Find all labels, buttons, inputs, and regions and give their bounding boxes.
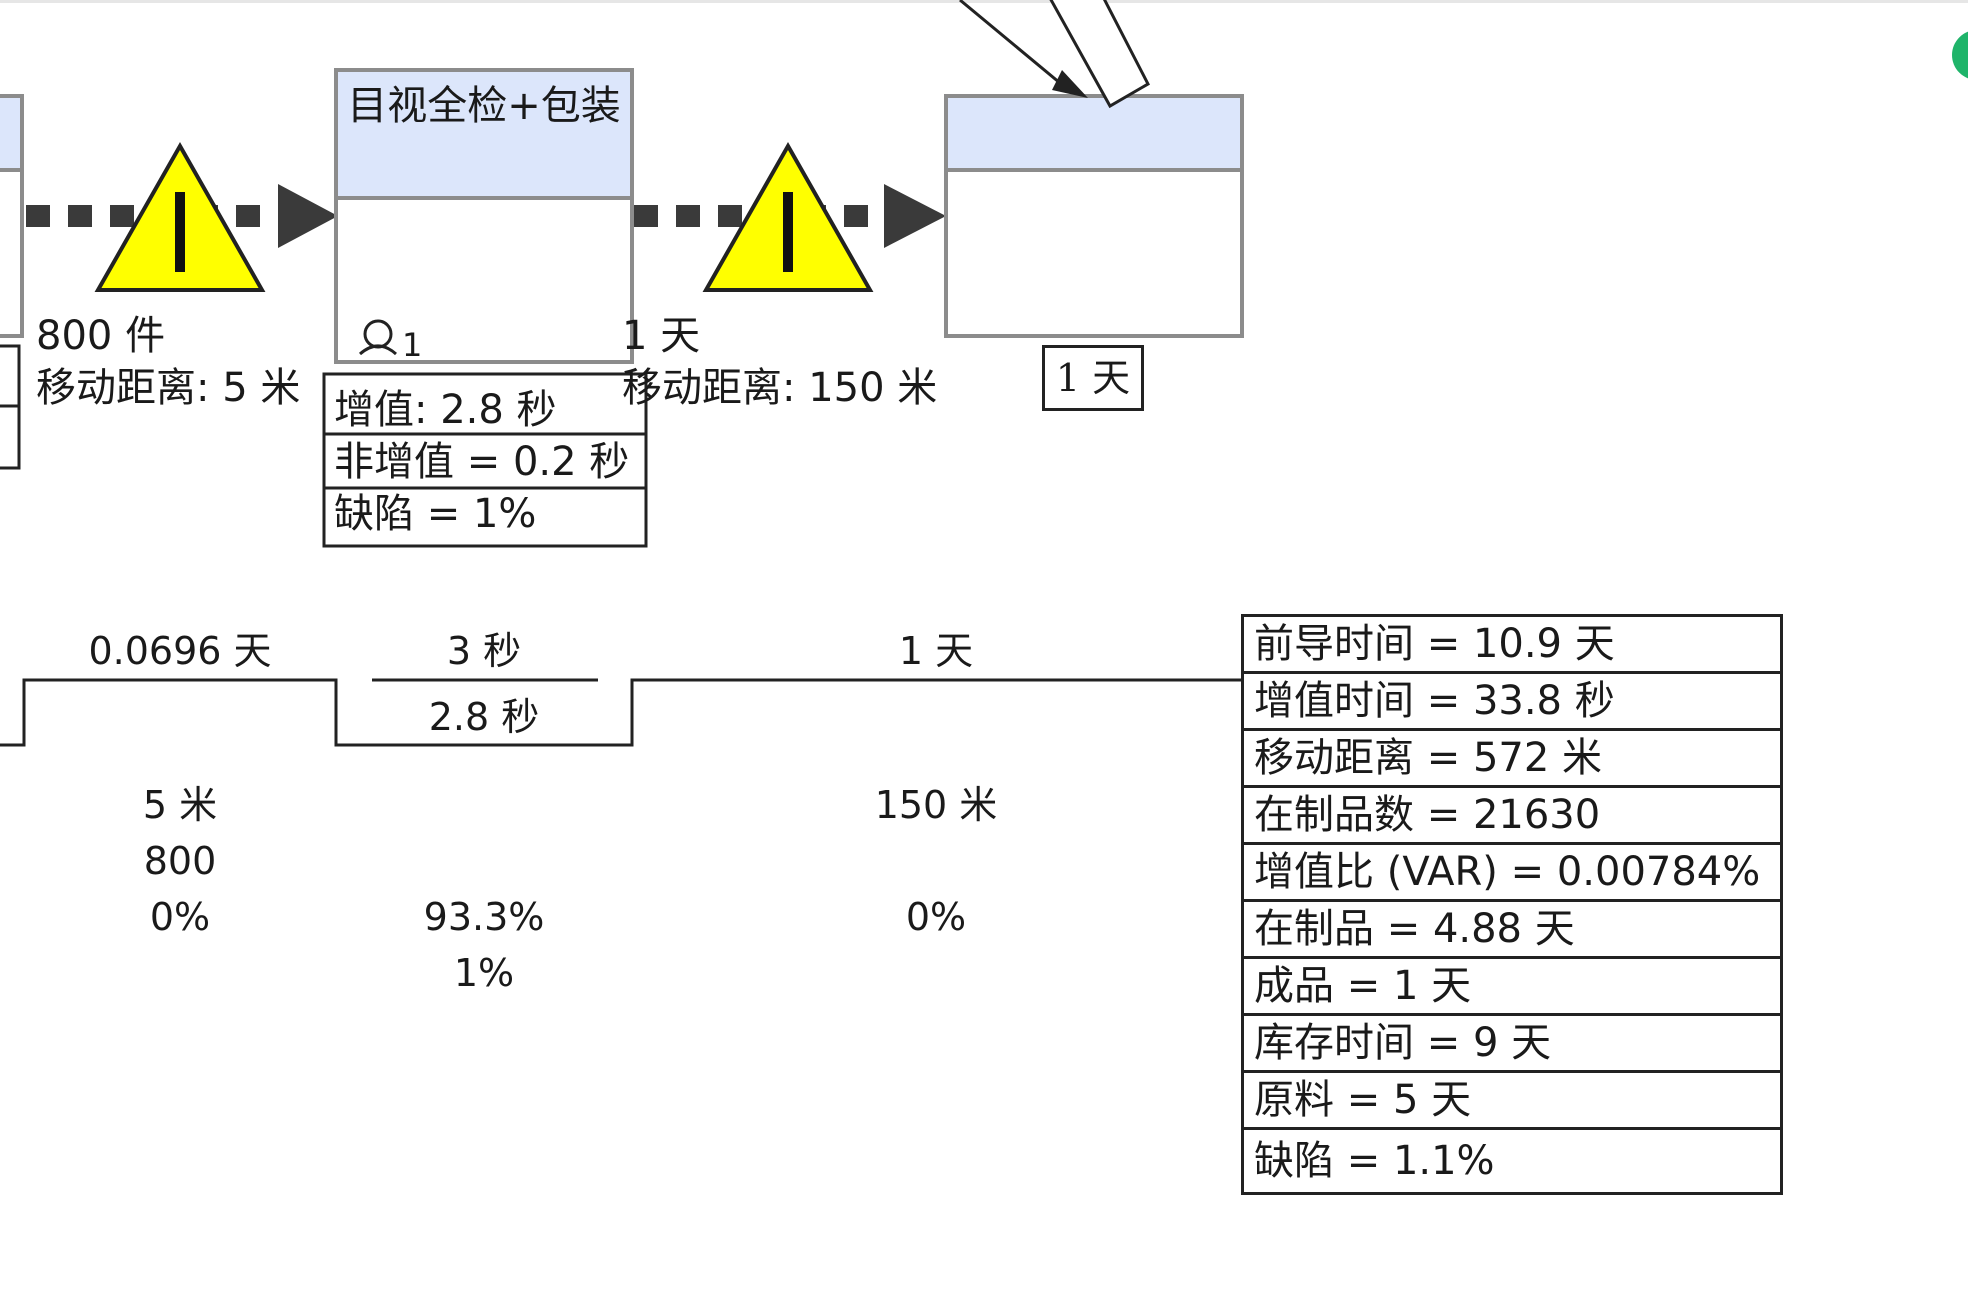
finished-goods-days: 1 天 [1042,345,1144,411]
operator-icon [359,319,397,356]
metric-3-pct: 0% [905,895,967,939]
process-non-value-added: 非增值 = 0.2 秒 [334,439,630,485]
metric-1-distance: 5 米 [142,783,218,827]
status-dot-icon[interactable] [1952,30,1968,80]
inventory-1-quantity: 800 件 [36,313,166,359]
inventory-warning-icon-2[interactable] [702,141,874,292]
process-data-table [322,372,648,548]
inventory-2-distance: 移动距离: 150 米 [622,365,938,411]
shipping-header [944,94,1244,172]
process-header [334,68,634,200]
metric-2-pct: 93.3% [423,895,545,939]
previous-process-box[interactable] [0,94,24,338]
push-arrow-2-head [884,184,946,248]
summary-value-added-time: 增值时间 = 33.8 秒 [1244,674,1780,731]
inventory-1-distance: 移动距离: 5 米 [36,365,301,411]
previous-process-data-box [0,344,21,470]
metric-3-distance: 150 米 [874,783,998,827]
metric-1-pct: 0% [149,895,211,939]
timeline-segment-1-top: 0.0696 天 [88,629,272,673]
process-box[interactable] [334,68,634,364]
shipping-box[interactable] [944,94,1244,338]
summary-var-ratio: 增值比 (VAR) = 0.00784% [1244,845,1780,902]
summary-defect: 缺陷 = 1.1% [1244,1130,1780,1195]
summary-wip-days: 在制品 = 4.88 天 [1244,902,1780,959]
timeline-segment-3-top: 1 天 [898,629,974,673]
process-title: 目视全检+包装 [347,83,621,129]
process-value-added: 增值: 2.8 秒 [334,387,557,433]
summary-finished-goods: 成品 = 1 天 [1244,959,1780,1016]
inventory-2-quantity: 1 天 [622,313,701,359]
summary-move-distance: 移动距离 = 572 米 [1244,731,1780,788]
metric-1-wip: 800 [143,839,217,883]
summary-lead-time: 前导时间 = 10.9 天 [1244,617,1780,674]
metric-2-defect: 1% [453,951,515,995]
top-border-line [0,0,1968,3]
summary-raw-material: 原料 = 5 天 [1244,1073,1780,1130]
previous-process-header [0,94,24,172]
summary-table: 前导时间 = 10.9 天 增值时间 = 33.8 秒 移动距离 = 572 米… [1241,614,1783,1195]
timeline-segment-2-bottom: 2.8 秒 [428,695,540,739]
inventory-warning-icon-1[interactable] [94,141,266,292]
push-arrow-1-head [278,184,338,248]
summary-inventory-time: 库存时间 = 9 天 [1244,1016,1780,1073]
timeline-ladder [0,678,1241,747]
operator-count: 1 [402,326,423,364]
shipment-arrow [959,0,1150,109]
timeline-segment-2-top: 3 秒 [446,629,522,673]
summary-wip-count: 在制品数 = 21630 [1244,788,1780,845]
process-defect-rate: 缺陷 = 1% [334,491,537,537]
shipment-arrow-bar [1049,0,1150,109]
